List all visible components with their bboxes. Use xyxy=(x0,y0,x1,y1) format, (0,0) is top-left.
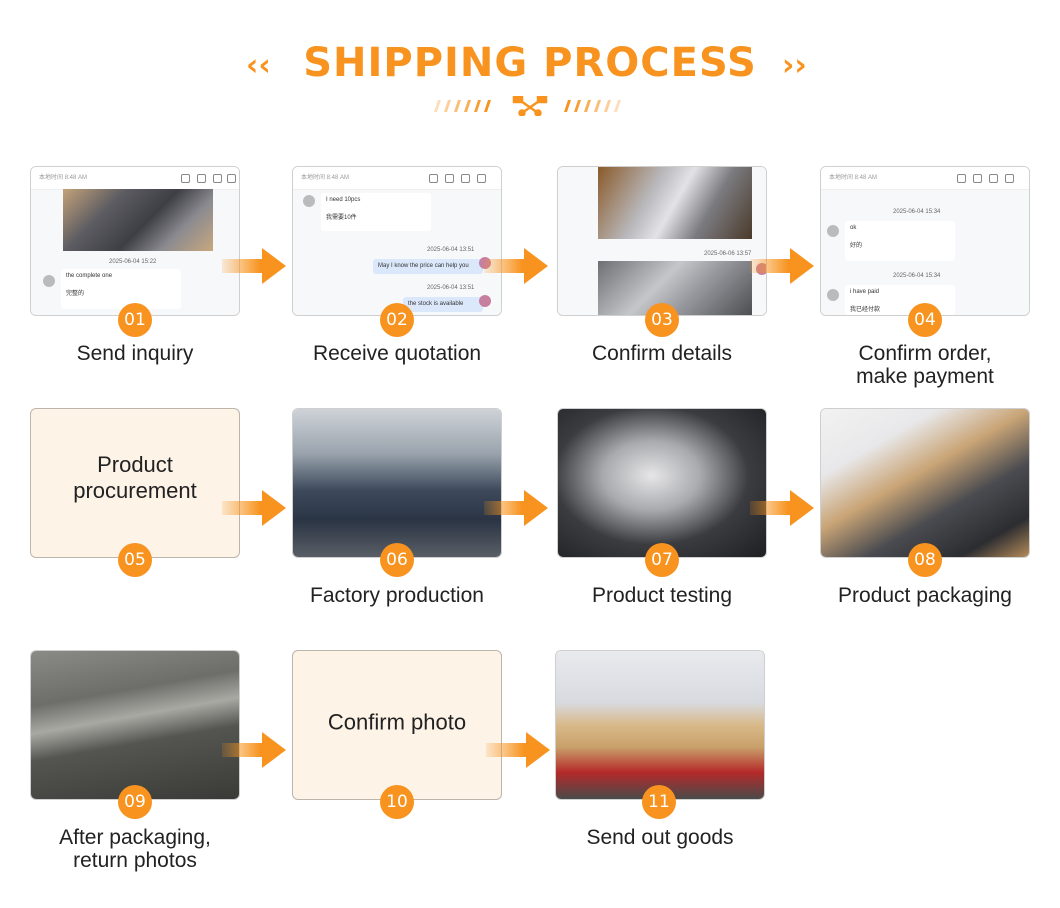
step-07-badge: 07 xyxy=(645,543,679,577)
packaging-photo xyxy=(821,409,1029,557)
step-05-text: Product procurement xyxy=(73,451,197,503)
step-10-badge: 10 xyxy=(380,785,414,819)
pistons-icon xyxy=(512,96,548,116)
avatar xyxy=(479,295,491,307)
step-10-card: Confirm photo xyxy=(292,650,502,800)
arrow-right-icon xyxy=(750,490,814,526)
chat-bubble-me: May I know the price can help you xyxy=(373,259,483,274)
arrow-right-icon xyxy=(222,248,286,284)
step-04-badge: 04 xyxy=(908,303,942,337)
arrow-right-icon xyxy=(484,248,548,284)
step-08-label: Product packaging xyxy=(838,584,1012,607)
step-08-card xyxy=(820,408,1030,558)
left-chevron-icon: ‹‹ xyxy=(246,48,271,83)
arrow-right-icon xyxy=(484,490,548,526)
step-01-badge: 01 xyxy=(118,303,152,337)
arrow-right-icon xyxy=(486,732,550,768)
chat-bubble-me: the stock is available xyxy=(403,297,483,312)
step-01-label: Send inquiry xyxy=(76,342,194,365)
step-09-label: After packaging,return photos xyxy=(59,826,211,872)
truck-loading-photo xyxy=(556,651,764,799)
wrapped-pallet-photo xyxy=(31,651,239,799)
step-01-card: 本地时间 8:48 AM 2025-06-04 15:22 the comple… xyxy=(30,166,240,316)
arrow-right-icon xyxy=(222,490,286,526)
engine-head-photo xyxy=(598,261,752,315)
step-06-label: Factory production xyxy=(310,584,484,607)
step-08-badge: 08 xyxy=(908,543,942,577)
step-07-label: Product testing xyxy=(591,584,733,607)
right-chevron-icon: ›› xyxy=(782,48,807,83)
step-02-badge: 02 xyxy=(380,303,414,337)
step-11-card xyxy=(555,650,765,800)
engine-part-photo xyxy=(598,167,752,239)
step-09-badge: 09 xyxy=(118,785,152,819)
avatar xyxy=(303,195,315,207)
step-05-card: Product procurement xyxy=(30,408,240,558)
step-10-text: Confirm photo xyxy=(327,709,467,735)
page-title: SHIPPING PROCESS xyxy=(303,40,757,86)
step-04-label: Confirm order,make payment xyxy=(856,342,994,388)
title-decoration xyxy=(434,96,621,116)
step-11-label: Send out goods xyxy=(586,826,734,849)
parts-in-box-photo xyxy=(63,189,213,251)
step-02-label: Receive quotation xyxy=(312,342,482,365)
step-03-label: Confirm details xyxy=(591,342,733,365)
step-03-badge: 03 xyxy=(645,303,679,337)
step-06-card xyxy=(292,408,502,558)
step-06-badge: 06 xyxy=(380,543,414,577)
avatar xyxy=(43,275,55,287)
step-09-card xyxy=(30,650,240,800)
avatar xyxy=(827,289,839,301)
avatar xyxy=(827,225,839,237)
step-05-badge: 05 xyxy=(118,543,152,577)
factory-photo xyxy=(293,409,501,557)
arrow-right-icon xyxy=(750,248,814,284)
engine-testing-photo xyxy=(558,409,766,557)
step-11-badge: 11 xyxy=(642,785,676,819)
step-03-card: 2025-06-06 13:57 xyxy=(557,166,767,316)
step-07-card xyxy=(557,408,767,558)
arrow-right-icon xyxy=(222,732,286,768)
